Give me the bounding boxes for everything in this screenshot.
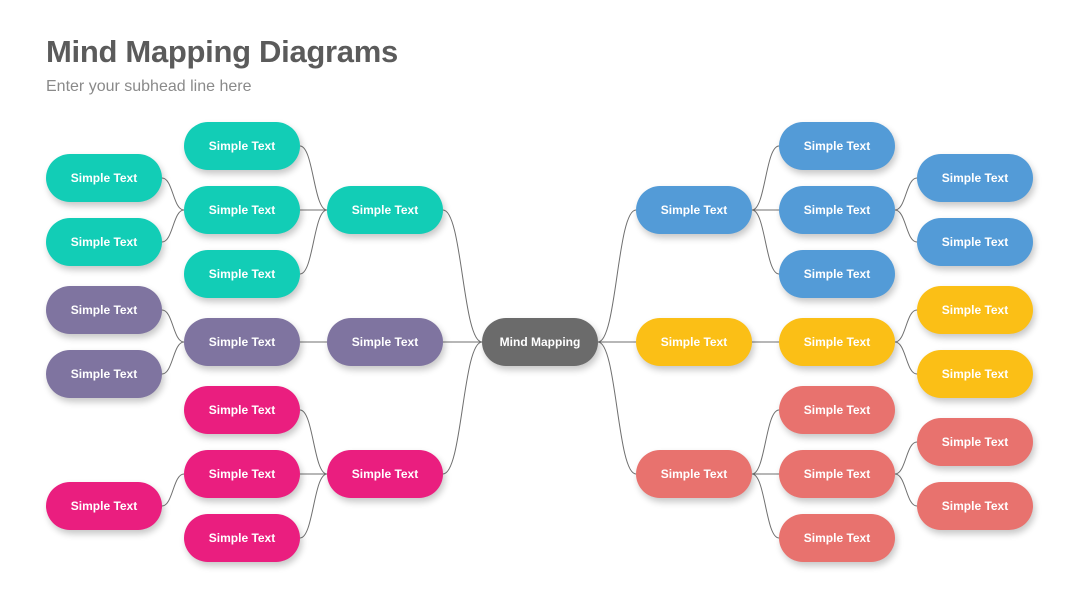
left-subtopic-node[interactable]: Simple Text xyxy=(184,186,300,234)
connector-line xyxy=(894,209,918,243)
right-branch-node[interactable]: Simple Text xyxy=(636,318,752,366)
connector-line xyxy=(299,409,328,475)
left-subtopic-node[interactable]: Simple Text xyxy=(184,386,300,434)
connector-line xyxy=(442,341,483,475)
connector-line xyxy=(894,341,918,375)
connector-line xyxy=(894,177,918,211)
connector-line xyxy=(161,473,185,507)
left-leaf-node[interactable]: Simple Text xyxy=(46,286,162,334)
connector-line xyxy=(597,209,637,343)
right-branch-node[interactable]: Simple Text xyxy=(636,450,752,498)
connector-line xyxy=(894,441,918,475)
right-subtopic-node[interactable]: Simple Text xyxy=(779,514,895,562)
right-leaf-node[interactable]: Simple Text xyxy=(917,350,1033,398)
connector-line xyxy=(161,309,185,343)
connector-line xyxy=(751,209,780,275)
connector-line xyxy=(161,177,185,211)
right-branch-node[interactable]: Simple Text xyxy=(636,186,752,234)
connector-line xyxy=(161,341,185,375)
right-subtopic-node[interactable]: Simple Text xyxy=(779,450,895,498)
connector-line xyxy=(299,145,328,211)
connector-line xyxy=(597,341,637,475)
left-leaf-node[interactable]: Simple Text xyxy=(46,154,162,202)
right-leaf-node[interactable]: Simple Text xyxy=(917,218,1033,266)
left-leaf-node[interactable]: Simple Text xyxy=(46,350,162,398)
left-branch-node[interactable]: Simple Text xyxy=(327,450,443,498)
right-leaf-node[interactable]: Simple Text xyxy=(917,286,1033,334)
right-leaf-node[interactable]: Simple Text xyxy=(917,418,1033,466)
left-subtopic-node[interactable]: Simple Text xyxy=(184,250,300,298)
connector-line xyxy=(299,473,328,539)
right-subtopic-node[interactable]: Simple Text xyxy=(779,186,895,234)
left-branch-node[interactable]: Simple Text xyxy=(327,318,443,366)
page-title: Mind Mapping Diagrams xyxy=(46,34,398,69)
left-subtopic-node[interactable]: Simple Text xyxy=(184,450,300,498)
right-leaf-node[interactable]: Simple Text xyxy=(917,482,1033,530)
connector-line xyxy=(299,209,328,275)
connector-line xyxy=(894,473,918,507)
left-subtopic-node[interactable]: Simple Text xyxy=(184,122,300,170)
connector-line xyxy=(751,473,780,539)
connector-line xyxy=(161,209,185,243)
connector-line xyxy=(442,209,483,343)
right-leaf-node[interactable]: Simple Text xyxy=(917,154,1033,202)
left-branch-node[interactable]: Simple Text xyxy=(327,186,443,234)
connector-line xyxy=(894,309,918,343)
left-leaf-node[interactable]: Simple Text xyxy=(46,482,162,530)
left-leaf-node[interactable]: Simple Text xyxy=(46,218,162,266)
right-subtopic-node[interactable]: Simple Text xyxy=(779,250,895,298)
center-node[interactable]: Mind Mapping xyxy=(482,318,598,366)
right-subtopic-node[interactable]: Simple Text xyxy=(779,318,895,366)
left-subtopic-node[interactable]: Simple Text xyxy=(184,318,300,366)
connector-line xyxy=(751,145,780,211)
left-subtopic-node[interactable]: Simple Text xyxy=(184,514,300,562)
page-subtitle: Enter your subhead line here xyxy=(46,78,252,95)
right-subtopic-node[interactable]: Simple Text xyxy=(779,386,895,434)
connector-line xyxy=(751,409,780,475)
right-subtopic-node[interactable]: Simple Text xyxy=(779,122,895,170)
